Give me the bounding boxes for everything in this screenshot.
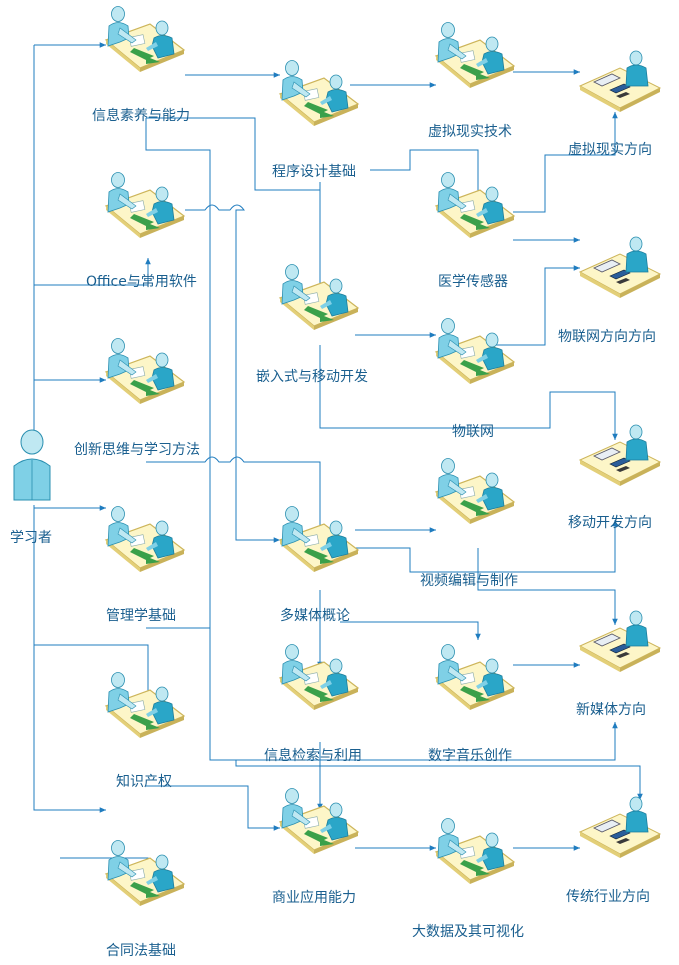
course-label: Office与常用软件 <box>86 274 197 290</box>
course-node-vr-tech: 虚拟现实技术 <box>428 21 515 140</box>
meeting-desk-icon <box>105 337 185 405</box>
course-node-embedded: 嵌入式与移动开发 <box>256 263 368 385</box>
meeting-desk-icon <box>105 5 185 73</box>
meeting-desk-icon <box>279 59 359 127</box>
direction-label: 新媒体方向 <box>576 702 646 718</box>
course-node-iot: 物联网 <box>435 317 515 440</box>
direction-node-mobile: 移动开发方向 <box>568 424 661 531</box>
learner-node: 学习者 <box>10 429 52 546</box>
course-node-digital-music: 数字音乐创作 <box>428 643 515 764</box>
direction-node-traditional: 传统行业方向 <box>566 796 661 905</box>
course-label: 商业应用能力 <box>272 889 356 906</box>
meeting-desk-icon <box>435 171 515 239</box>
course-node-programming: 程序设计基础 <box>272 59 359 180</box>
course-node-ip: 知识产权 <box>105 671 185 790</box>
course-node-info-literacy: 信息素养与能力 <box>92 5 190 124</box>
direction-label: 移动开发方向 <box>568 515 652 531</box>
course-node-big-data: 大数据及其可视化 <box>412 817 524 940</box>
meeting-desk-icon <box>279 643 359 711</box>
connector-lines <box>33 42 643 870</box>
direction-label: 物联网方向方向 <box>558 329 656 345</box>
course-label: 大数据及其可视化 <box>412 924 524 940</box>
course-node-medical-sensor: 医学传感器 <box>435 171 515 290</box>
course-label: 管理学基础 <box>106 607 176 624</box>
course-label: 数字音乐创作 <box>428 747 512 764</box>
course-label: 视频编辑与制作 <box>420 573 518 589</box>
meeting-desk-icon <box>105 171 185 239</box>
meeting-desk-icon <box>435 317 515 385</box>
course-label: 嵌入式与移动开发 <box>256 369 368 385</box>
course-node-office: Office与常用软件 <box>86 171 197 290</box>
course-node-multimedia: 多媒体概论 <box>279 505 359 624</box>
direction-node-new-media: 新媒体方向 <box>576 610 661 718</box>
course-node-contract-law: 合同法基础 <box>105 839 185 959</box>
course-label: 物联网 <box>452 424 494 440</box>
direction-label: 虚拟现实方向 <box>568 142 652 158</box>
course-label: 信息检索与利用 <box>264 747 362 764</box>
workstation-icon <box>579 610 661 673</box>
course-label: 创新思维与学习方法 <box>74 442 200 458</box>
course-label: 多媒体概论 <box>280 607 350 624</box>
workstation-icon <box>579 50 661 113</box>
meeting-desk-icon <box>105 505 185 573</box>
direction-node-vr: 虚拟现实方向 <box>568 50 661 158</box>
meeting-desk-icon <box>279 505 359 573</box>
workstation-icon <box>579 236 661 299</box>
workstation-icon <box>579 424 661 487</box>
course-node-management: 管理学基础 <box>105 505 185 624</box>
course-node-business: 商业应用能力 <box>272 787 359 906</box>
course-label: 合同法基础 <box>106 942 176 959</box>
person-icon <box>13 429 51 501</box>
meeting-desk-icon <box>279 263 359 331</box>
meeting-desk-icon <box>435 457 515 525</box>
workstation-icon <box>579 796 661 859</box>
course-node-innovation: 创新思维与学习方法 <box>74 337 200 458</box>
learner-label: 学习者 <box>10 530 52 546</box>
course-label: 虚拟现实技术 <box>428 124 512 140</box>
direction-label: 传统行业方向 <box>566 889 650 905</box>
meeting-desk-icon <box>279 787 359 855</box>
meeting-desk-icon <box>105 671 185 739</box>
meeting-desk-icon <box>435 21 515 89</box>
course-label: 知识产权 <box>116 773 172 790</box>
meeting-desk-icon <box>435 817 515 885</box>
direction-node-iot: 物联网方向方向 <box>558 236 661 345</box>
meeting-desk-icon <box>105 839 185 907</box>
meeting-desk-icon <box>435 643 515 711</box>
course-node-video-editing: 视频编辑与制作 <box>420 457 518 589</box>
course-label: 医学传感器 <box>438 273 508 290</box>
course-node-info-retrieval: 信息检索与利用 <box>264 643 362 764</box>
course-label: 程序设计基础 <box>272 163 356 180</box>
course-label: 信息素养与能力 <box>92 107 190 124</box>
